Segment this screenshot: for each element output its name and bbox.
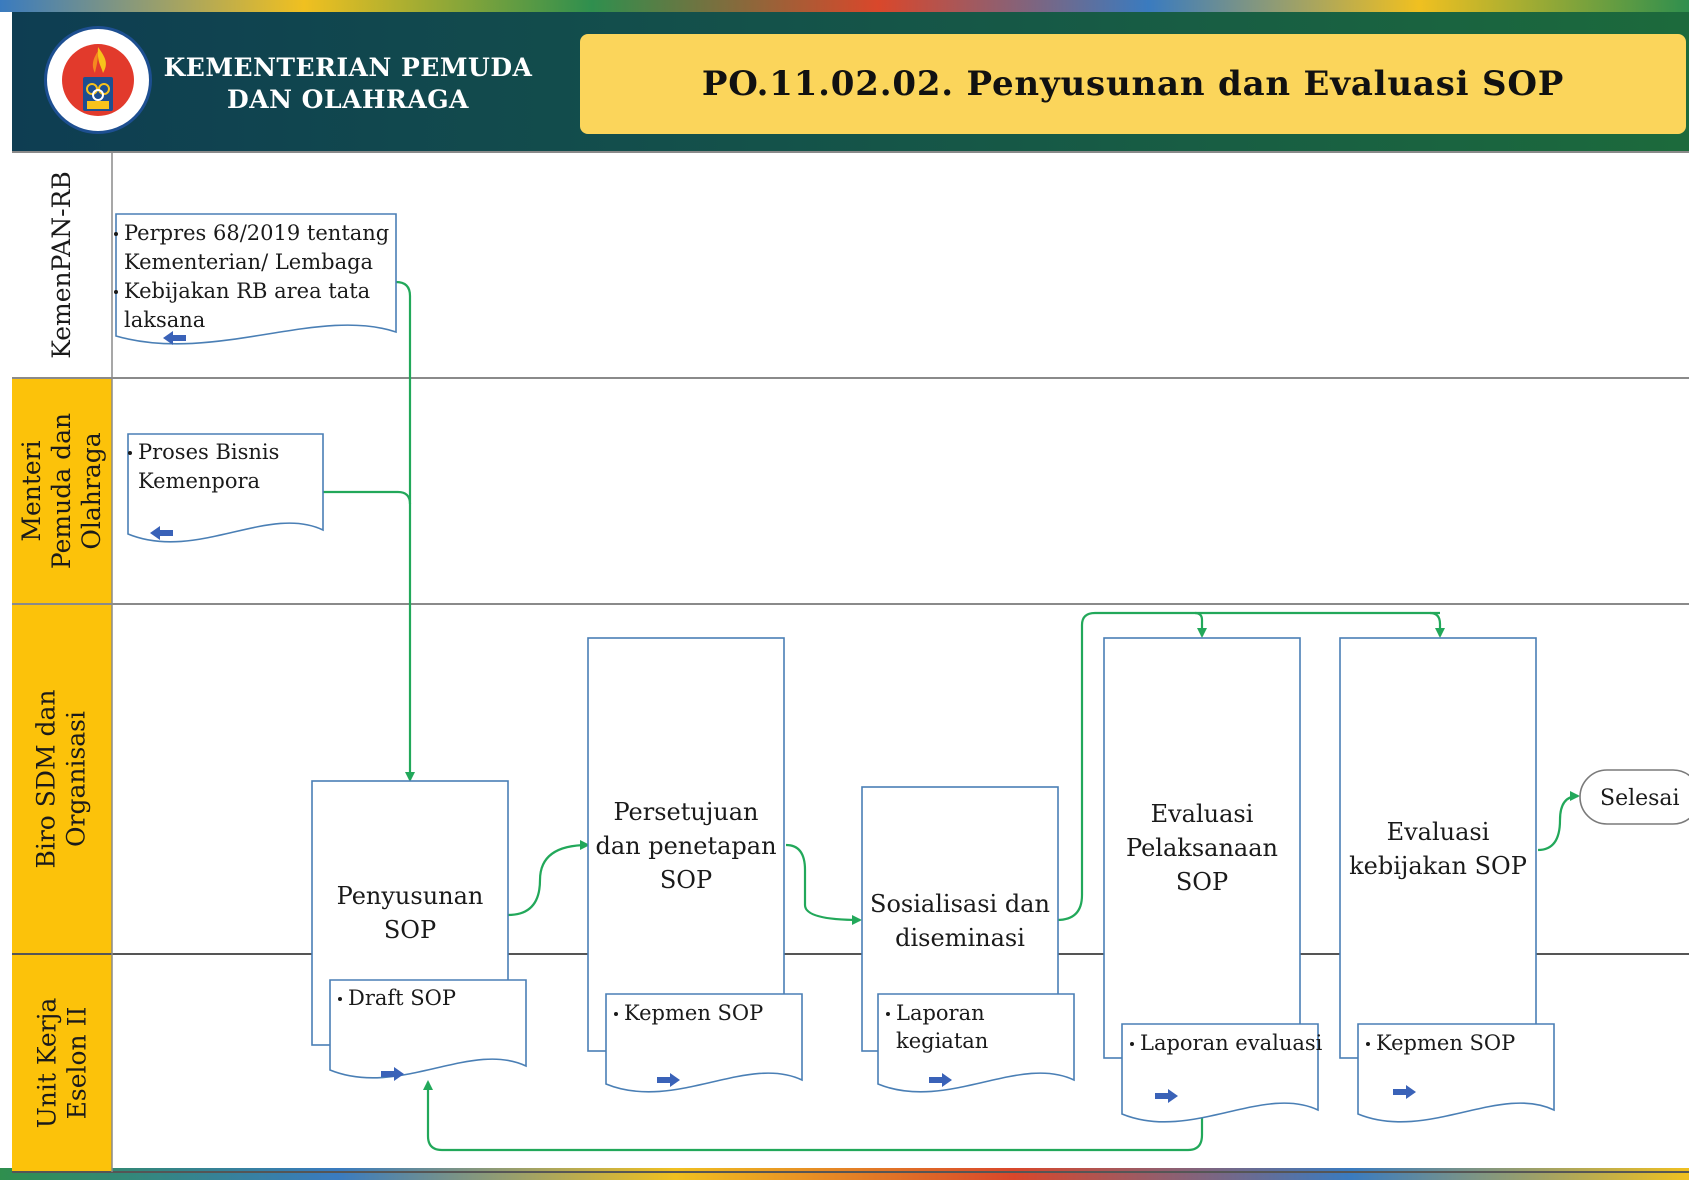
connector-evaluasi-to-selesai [1537,791,1580,852]
process-label-line: dan penetapan [595,832,776,860]
process-label-line: kebijakan SOP [1349,852,1527,880]
input-doc-kemenpan [115,213,397,345]
output-doc [877,993,1075,1093]
process-label-line: SOP [1176,868,1228,896]
bullet-dot [114,290,118,294]
output-arrow-icon [1393,1085,1416,1099]
output-doc-line: Laporan evaluasi [1140,1031,1323,1055]
input-doc-menteri [127,433,324,543]
input-doc-line: Kementerian/ Lembaga [124,250,373,274]
input-doc-line: Perpres 68/2019 tentang [124,221,389,245]
input-doc-line: Kemenpora [138,469,260,493]
connector-sosialisasi-to-evaluasi [1056,611,1440,922]
process-box [1339,637,1537,1059]
output-arrow-icon [381,1067,404,1081]
process-label-line: Evaluasi [1151,800,1254,828]
connector-to-evaluasi-pelaksanaan [1194,611,1207,638]
lane-label-biro-sdm: Biro SDM dan Organisasi [12,604,112,954]
bullet-dot [338,997,342,1001]
process-box [1103,637,1301,1059]
process-label-line: Penyusunan [337,882,484,910]
bullet-dot [1130,1042,1134,1046]
connector-menteri-to-penyusunan [323,490,412,505]
connector-kemenpan-to-penyusunan [395,280,415,782]
bullet-dot [128,451,132,455]
lane-label-menteri: Menteri Pemuda dan Olahraga [12,378,112,604]
process-label-line: diseminasi [895,924,1025,952]
input-doc-line: Proses Bisnis [138,440,279,464]
process-label-line: SOP [660,866,712,894]
process-label-line: Evaluasi [1387,818,1490,846]
output-doc [605,993,803,1093]
input-arrow-icon [150,526,173,540]
logo-emblem-icon [50,32,146,128]
bullet-dot [886,1012,890,1016]
ministry-name-line1: KEMENTERIAN PEMUDA [163,53,533,82]
output-arrow-icon [929,1073,952,1087]
bullet-dot [614,1012,618,1016]
end-terminal [1579,769,1689,825]
top-color-stripe [0,0,1689,12]
lane-label-unit-kerja: Unit Kerja Eselon II [12,954,112,1172]
ministry-logo [44,26,152,134]
output-doc-line: Kepmen SOP [624,1001,763,1025]
output-doc-line: kegiatan [896,1029,988,1053]
input-doc-line: Kebijakan RB area tata [124,279,370,303]
output-doc-line: Draft SOP [348,986,456,1010]
output-arrow-icon [657,1073,680,1087]
process-label-line: Pelaksanaan [1126,834,1278,862]
output-doc-line: Kepmen SOP [1376,1031,1515,1055]
lane-label-kemenpan-rb: KemenPAN-RB [12,152,112,378]
connector-to-evaluasi-kebijakan [1429,611,1445,638]
connector-penyusunan-to-persetujuan [507,840,590,917]
output-arrow-icon [1155,1089,1178,1103]
input-doc-line: laksana [124,308,205,332]
bullet-dot [1366,1042,1370,1046]
ministry-name: KEMENTERIAN PEMUDA DAN OLAHRAGA [158,52,538,116]
input-arrow-icon [163,331,186,345]
process-label-line: Persetujuan [613,798,758,826]
process-box [587,637,785,1052]
process-label-line: Sosialisasi dan [870,890,1050,918]
ministry-name-line2: DAN OLAHRAGA [227,85,469,114]
process-label-line: SOP [384,916,436,944]
output-doc-line: Laporan [896,1001,985,1025]
bullet-dot [114,232,118,236]
procedure-title: PO.11.02.02. Penyusunan dan Evaluasi SOP [701,64,1565,104]
end-terminal-label: Selesai [1600,786,1680,811]
connector-feedback-to-draft [423,1080,1204,1152]
procedure-title-box: PO.11.02.02. Penyusunan dan Evaluasi SOP [580,34,1686,134]
output-doc [329,979,527,1079]
connector-persetujuan-to-sosialisasi [785,843,862,925]
